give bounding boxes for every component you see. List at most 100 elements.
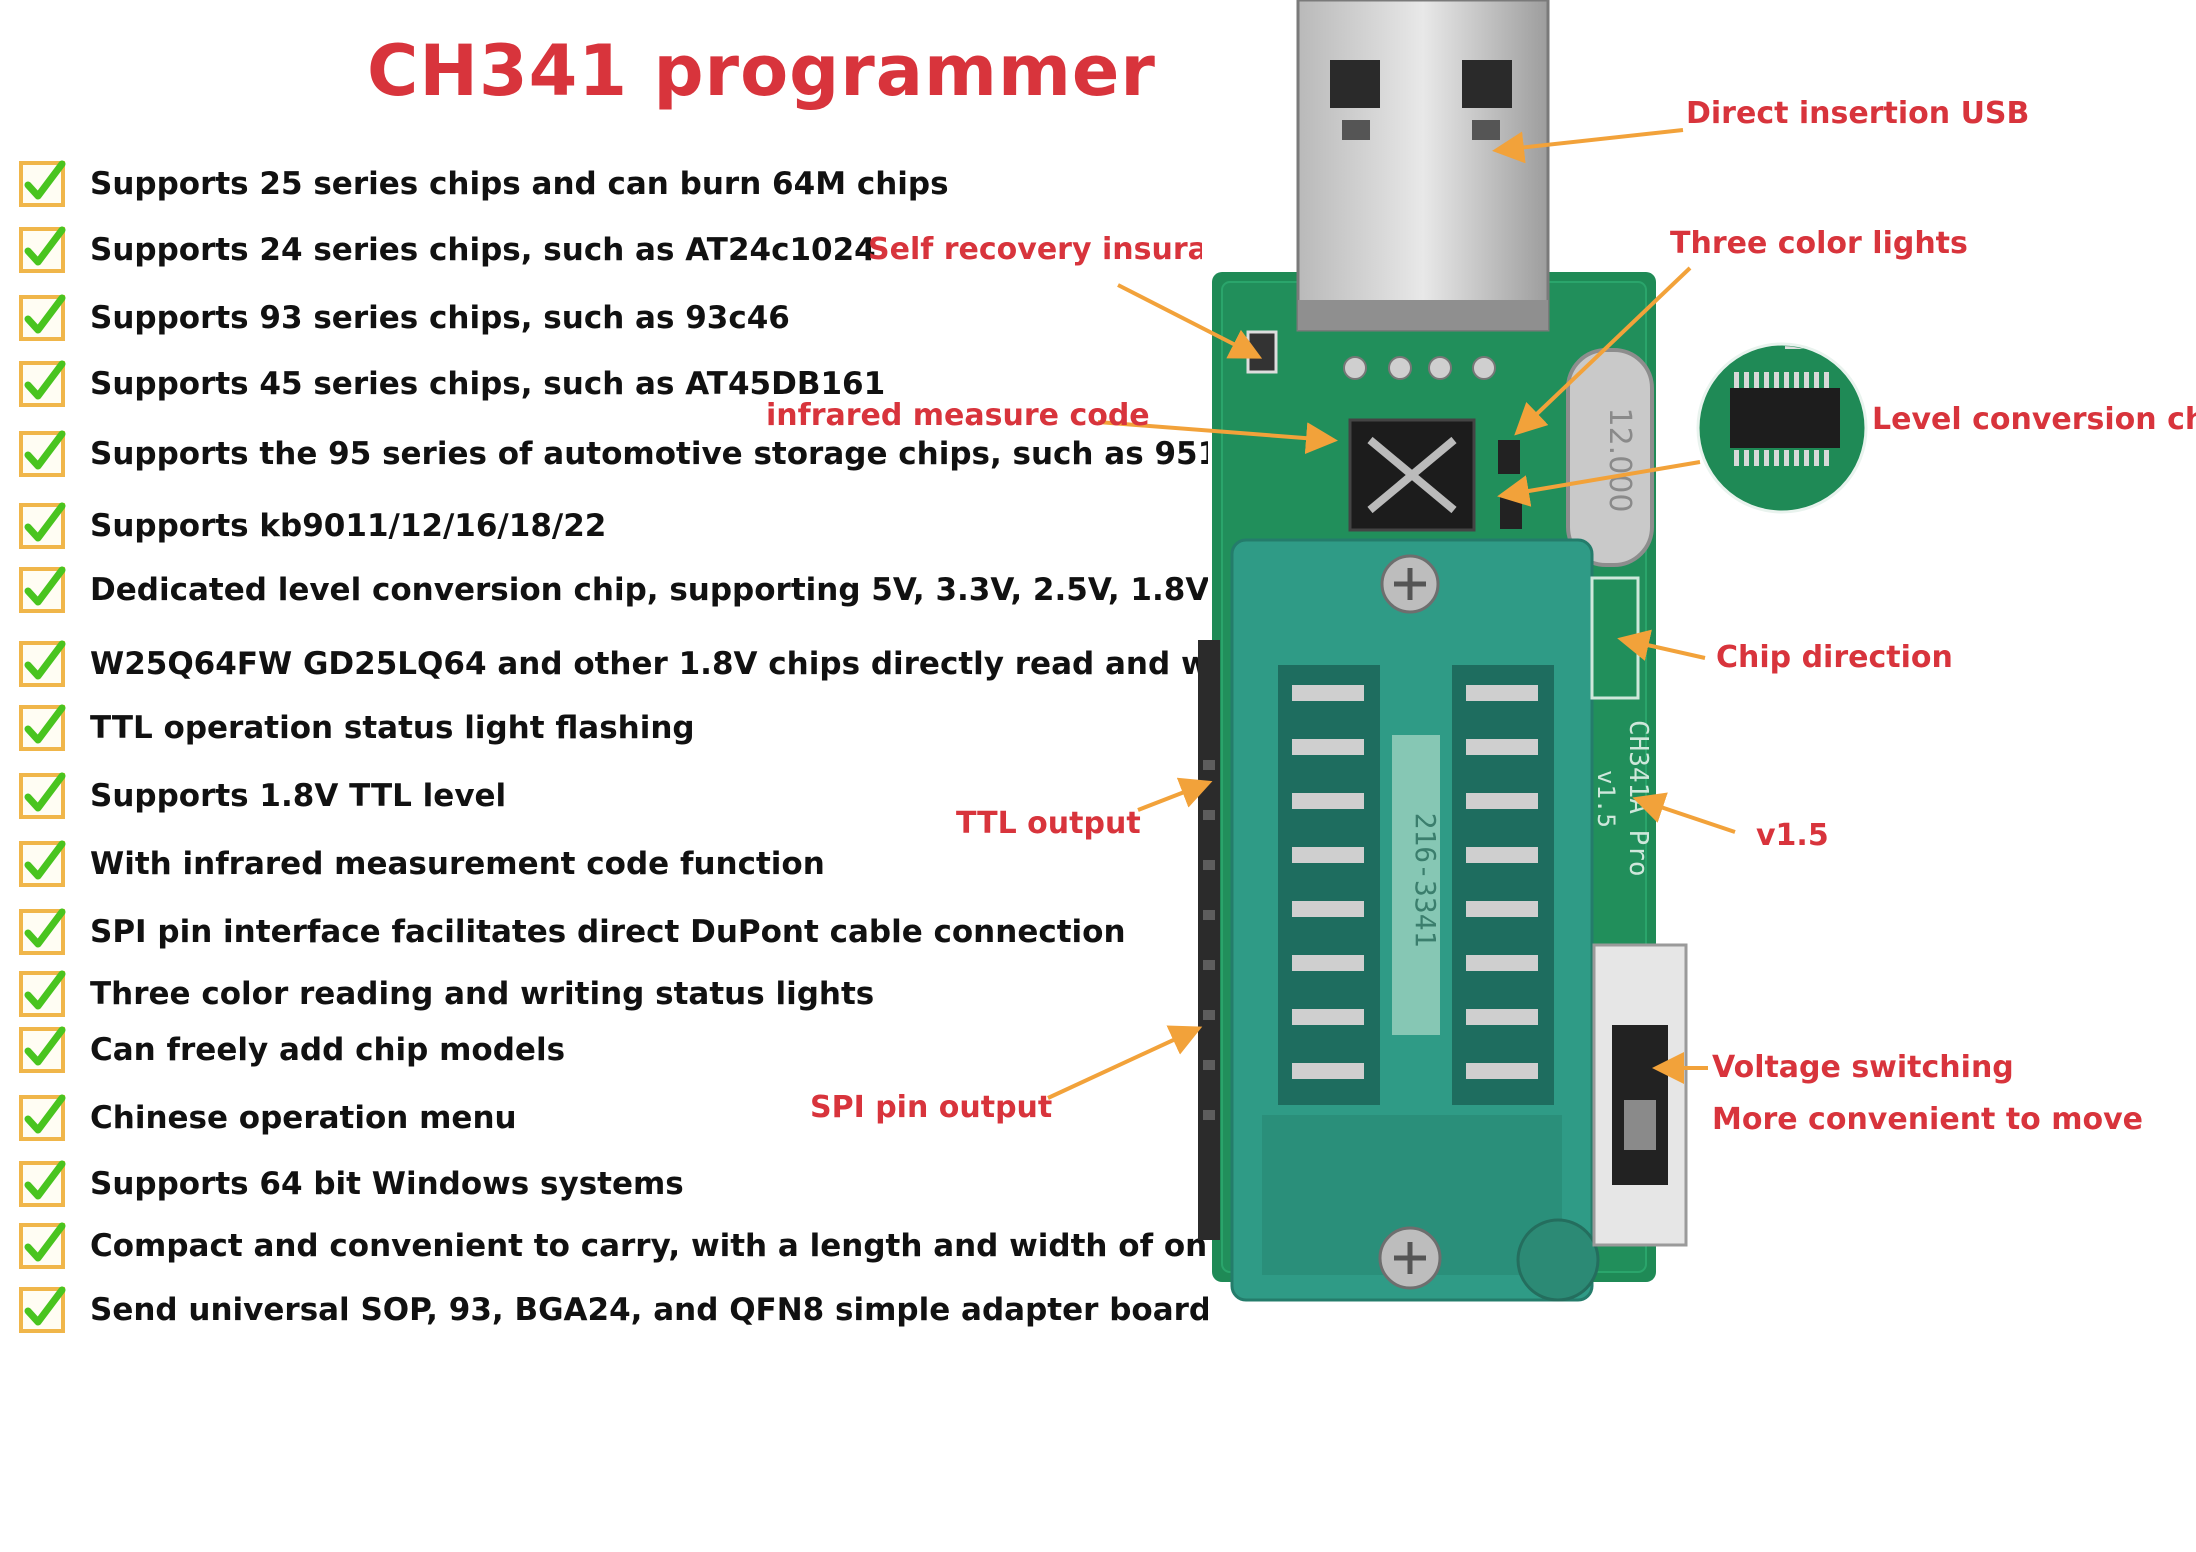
green-checkmark-icon	[19, 704, 66, 751]
feature-item: Compact and convenient to carry, with a …	[18, 1220, 1208, 1280]
callout-level-conversion: Level conversion chip	[1872, 402, 2196, 437]
callout-voltage-switching: Voltage switching	[1712, 1050, 2014, 1085]
chip-pin	[1784, 372, 1789, 388]
feature-item: Supports 45 series chips, such as AT45DB…	[18, 358, 1208, 418]
feature-text: Supports 24 series chips, such as AT24c1…	[90, 232, 876, 268]
socket-contact	[1466, 955, 1538, 971]
callout-version: v1.5	[1756, 818, 1829, 853]
feature-text: Send universal SOP, 93, BGA24, and QFN8 …	[90, 1292, 1208, 1328]
feature-text: With infrared measurement code function	[90, 846, 825, 882]
zif-socket: 216-3341	[1230, 538, 1594, 1302]
socket-contact	[1292, 1009, 1364, 1025]
socket-contact	[1466, 901, 1538, 917]
feature-text: Supports the 95 series of automotive sto…	[90, 436, 1208, 472]
green-checkmark-icon	[19, 502, 66, 549]
feature-item: Supports kb9011/12/16/18/22	[18, 500, 1208, 560]
chip-pin	[1824, 372, 1829, 388]
feature-item: Chinese operation menu	[18, 1092, 1208, 1152]
feature-item: SPI pin interface facilitates direct DuP…	[18, 906, 1208, 966]
callout-direct-usb: Direct insertion USB	[1686, 96, 2030, 131]
feature-text: Supports 93 series chips, such as 93c46	[90, 300, 790, 336]
pcb-label: CH341A Pro	[1623, 720, 1653, 877]
feature-item: Supports 1.8V TTL level	[18, 770, 1208, 830]
green-checkmark-icon	[19, 430, 66, 477]
chip-pin	[1744, 450, 1749, 466]
green-checkmark-icon	[19, 1094, 66, 1141]
socket-contact	[1292, 685, 1364, 701]
chip-pin	[1744, 372, 1749, 388]
chip-pin	[1754, 372, 1759, 388]
socket-contact	[1466, 685, 1538, 701]
green-checkmark-icon	[19, 1026, 66, 1073]
feature-text: Three color reading and writing status l…	[90, 976, 875, 1012]
socket-contact	[1292, 793, 1364, 809]
feature-item: W25Q64FW GD25LQ64 and other 1.8V chips d…	[18, 638, 1208, 698]
feature-item: Supports 93 series chips, such as 93c46	[18, 292, 1208, 352]
crystal-label: 12.000	[1602, 408, 1637, 513]
led-green	[1500, 495, 1522, 529]
feature-item: Supports the 95 series of automotive sto…	[18, 428, 1208, 488]
socket-contact	[1466, 793, 1538, 809]
socket-lever	[1516, 1218, 1600, 1302]
feature-text: Supports 1.8V TTL level	[90, 778, 507, 814]
chip-pin	[1764, 450, 1769, 466]
feature-text: TTL operation status light flashing	[90, 710, 695, 746]
socket-contact	[1466, 847, 1538, 863]
callout-chip-direction: Chip direction	[1716, 640, 1953, 675]
chip-pin	[1814, 450, 1819, 466]
feature-text: Can freely add chip models	[90, 1032, 566, 1068]
chip-pin	[1734, 372, 1739, 388]
voltage-switch	[1592, 943, 1688, 1247]
chip-pin	[1804, 372, 1809, 388]
socket-contact	[1466, 1009, 1538, 1025]
feature-item: Supports 24 series chips, such as AT24c1…	[18, 224, 1208, 284]
feature-text: Supports 45 series chips, such as AT45DB…	[90, 366, 886, 402]
feature-text: SPI pin interface facilitates direct DuP…	[90, 914, 1126, 950]
callout-spi-output: SPI pin output	[810, 1090, 1053, 1125]
green-checkmark-icon	[19, 1222, 66, 1269]
chip-pin	[1804, 450, 1809, 466]
socket-contact	[1292, 847, 1364, 863]
feature-item: Supports 64 bit Windows systems	[18, 1158, 1208, 1218]
green-checkmark-icon	[19, 566, 66, 613]
feature-item: Can freely add chip models	[18, 1024, 1208, 1084]
feature-item: Dedicated level conversion chip, support…	[18, 564, 1208, 624]
chip-pin	[1824, 450, 1829, 466]
socket-contact	[1292, 955, 1364, 971]
chip-pin	[1764, 372, 1769, 388]
green-checkmark-icon	[19, 908, 66, 955]
chip-pin	[1774, 450, 1779, 466]
pcb-version: v1.5	[1592, 770, 1620, 828]
usb-pins	[1343, 356, 1496, 380]
socket-label: 216-3341	[1409, 813, 1442, 948]
chip-pin	[1794, 450, 1799, 466]
level-conversion-zoom: C9	[1696, 342, 1868, 514]
callout-infrared: infrared measure code	[766, 398, 1150, 433]
socket-contact	[1292, 739, 1364, 755]
feature-item: Three color reading and writing status l…	[18, 968, 1208, 1028]
page-title: CH341 programmer	[367, 30, 1156, 112]
green-checkmark-icon	[19, 294, 66, 341]
feature-item: Send universal SOP, 93, BGA24, and QFN8 …	[18, 1284, 1208, 1344]
green-checkmark-icon	[19, 1160, 66, 1207]
socket-contact	[1466, 1063, 1538, 1079]
chip-pin	[1794, 372, 1799, 388]
socket-contact	[1466, 739, 1538, 755]
crystal-oscillator: 12.000	[1566, 348, 1654, 567]
feature-item: TTL operation status light flashing	[18, 702, 1208, 762]
green-checkmark-icon	[19, 840, 66, 887]
socket-contact	[1292, 901, 1364, 917]
green-checkmark-icon	[19, 772, 66, 819]
feature-item: Supports 25 series chips and can burn 64…	[18, 158, 1208, 218]
green-checkmark-icon	[19, 226, 66, 273]
chip-pin	[1734, 450, 1739, 466]
callout-three-color: Three color lights	[1670, 226, 1968, 261]
callout-arrows	[1047, 128, 1736, 1100]
feature-text: Dedicated level conversion chip, support…	[90, 572, 1208, 608]
feature-item: With infrared measurement code function	[18, 838, 1208, 898]
green-checkmark-icon	[19, 160, 66, 207]
callout-ttl-output: TTL output	[956, 806, 1141, 841]
feature-text: W25Q64FW GD25LQ64 and other 1.8V chips d…	[90, 646, 1208, 682]
pin-header	[1198, 640, 1220, 1240]
